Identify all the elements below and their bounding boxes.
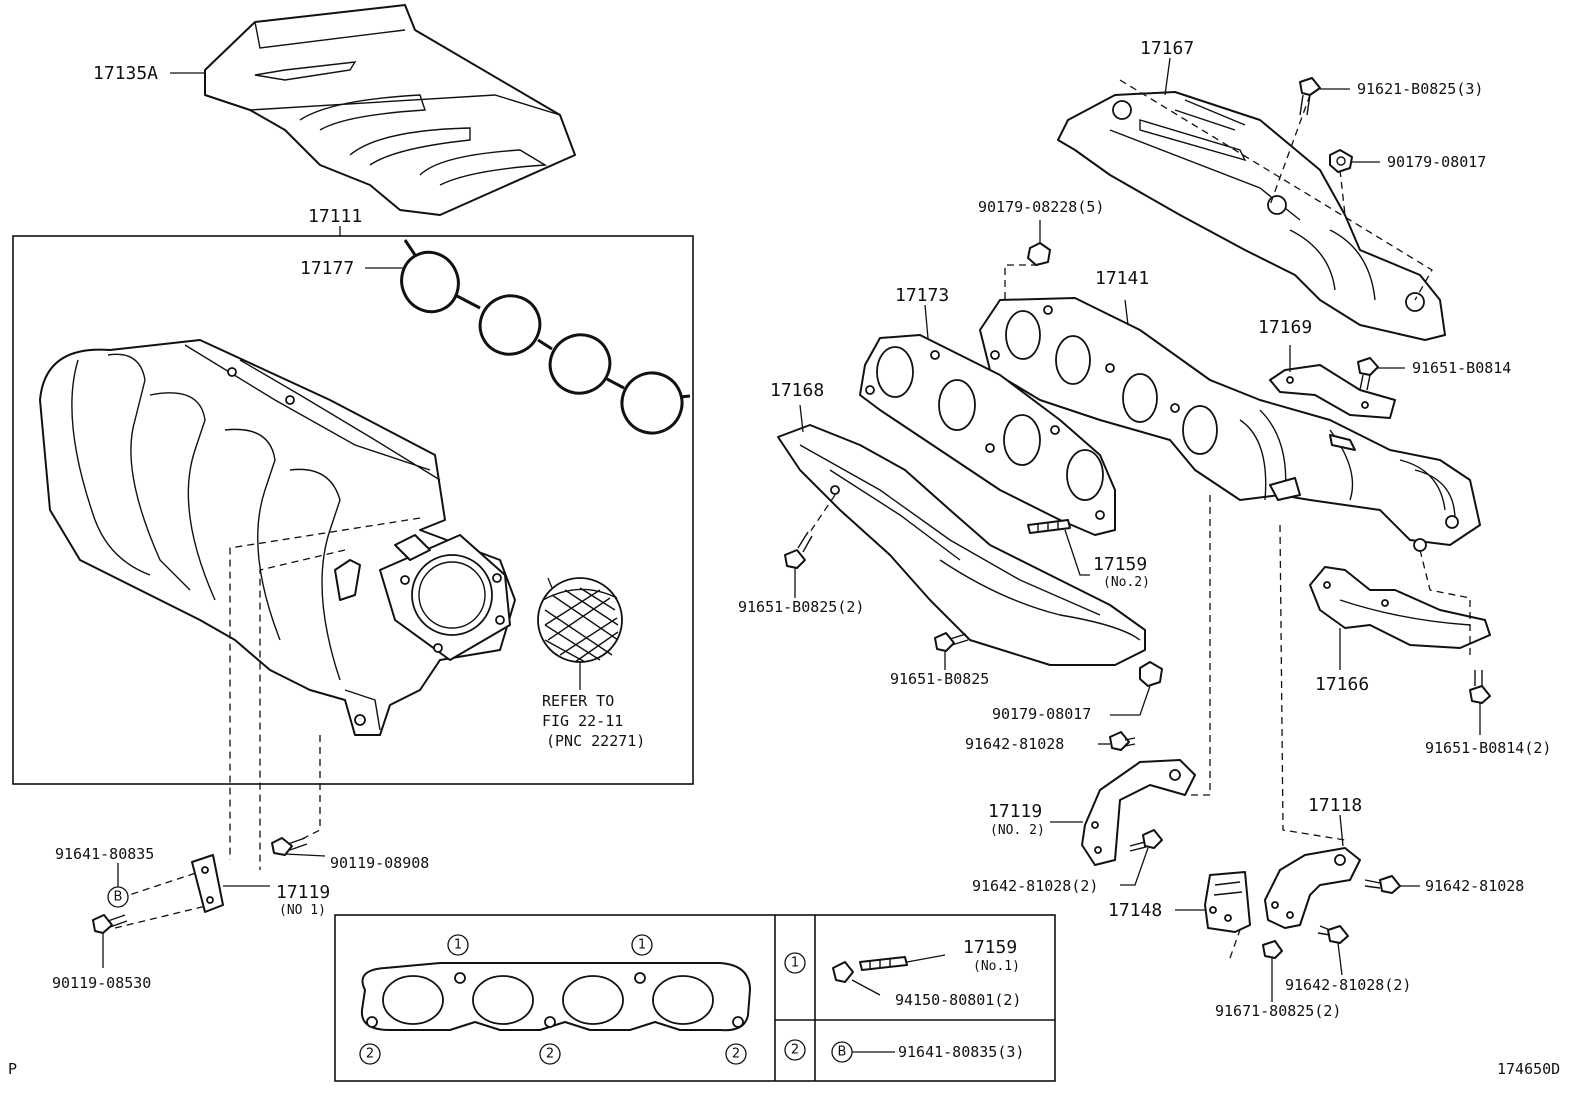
- label-91642-81028-b: 91642-81028: [1425, 877, 1524, 895]
- label-17159-no2: 17159: [1093, 554, 1147, 575]
- label-90119-08908: 90119-08908: [330, 854, 429, 872]
- heat-insulator-17167: [1057, 91, 1446, 341]
- label-17119-no2-sub: (NO. 2): [990, 823, 1045, 838]
- label-91642-81028-a: 91642-81028: [965, 735, 1064, 753]
- nut-90179-08228: [1027, 220, 1051, 266]
- label-17148: 17148: [1108, 900, 1162, 921]
- bolt-91671-80825-2: [1262, 940, 1283, 1002]
- label-91651-B0825: 91651-B0825: [890, 670, 989, 688]
- label-91651-B0814: 91651-B0814: [1412, 359, 1511, 377]
- label-91642-81028-2b: 91642-81028(2): [1285, 976, 1411, 994]
- label-91621-B0825-3: 91621-B0825(3): [1357, 80, 1483, 98]
- label-17169: 17169: [1258, 317, 1312, 338]
- label-91641-80835: 91641-80835: [55, 845, 154, 863]
- label-17166: 17166: [1315, 674, 1369, 695]
- label-91641-80835-3: 91641-80835(3): [898, 1043, 1024, 1061]
- gasket-marker-2c: [725, 1043, 747, 1065]
- bolt-91642-81028-a: [1098, 731, 1136, 751]
- refer-line1: REFER TO: [542, 692, 614, 710]
- label-17135A: 17135A: [93, 63, 158, 84]
- air-filter-screen: [537, 577, 623, 690]
- gasket-marker-2c-text: 2: [732, 1047, 740, 1062]
- legend-row-1-marker: [784, 952, 806, 974]
- label-90179-08228-5: 90179-08228(5): [978, 198, 1104, 216]
- gasket-marker-2a: [359, 1043, 381, 1065]
- legend-row-2-marker: [784, 1039, 806, 1061]
- label-17159-no2-sub: (No.2): [1103, 575, 1150, 590]
- legend-b-marker-text: B: [838, 1045, 847, 1060]
- bracket-17119-no1: [191, 854, 270, 913]
- label-17159-no1-sub: (No.1): [973, 959, 1020, 974]
- exhaust-gasket-legend: [334, 914, 1056, 1082]
- bolt-91651-B0825: [934, 632, 969, 670]
- figure-id: 174650D: [1497, 1060, 1560, 1078]
- exhaust-manifold-17141: [979, 297, 1481, 552]
- engine-cover-17135A: [204, 4, 576, 216]
- label-17118: 17118: [1308, 795, 1362, 816]
- label-91642-81028-2a: 91642-81028(2): [972, 877, 1098, 895]
- label-90179-08017-top: 90179-08017: [1387, 153, 1486, 171]
- gasket-marker-1a: [447, 934, 469, 956]
- gasket-marker-1a-text: 1: [454, 938, 462, 953]
- bolt-91642-81028-2a: [1120, 829, 1163, 886]
- nut-90179-08017-mid: [1110, 661, 1163, 716]
- bolt-91651-B0825-2: [784, 531, 813, 598]
- bolt-91642-81028-2b: [1317, 925, 1349, 976]
- heat-insulator-17166: [1309, 566, 1491, 670]
- label-90179-08017-mid: 90179-08017: [992, 705, 1091, 723]
- exhaust-gasket-17173: [859, 334, 1116, 536]
- refer-line3: (PNC 22271): [546, 732, 645, 750]
- gasket-marker-2a-text: 2: [366, 1047, 374, 1062]
- gasket-marker-1b-text: 1: [638, 938, 646, 953]
- label-17173: 17173: [895, 285, 949, 306]
- label-91671-80825-2: 91671-80825(2): [1215, 1002, 1341, 1020]
- label-91651-B0814-2: 91651-B0814(2): [1425, 739, 1551, 757]
- label-90119-08530: 90119-08530: [52, 974, 151, 992]
- refer-line2: FIG 22-11: [542, 712, 623, 730]
- bolt-91651-B0814: [1357, 357, 1405, 391]
- footer-left-mark: P: [8, 1060, 17, 1078]
- bolt-90119-08530: [92, 914, 128, 968]
- label-17167: 17167: [1140, 38, 1194, 59]
- label-17177: 17177: [300, 258, 354, 279]
- legend-row-2-marker-text: 2: [791, 1043, 799, 1058]
- bolt-91621-B0825: [1299, 77, 1350, 116]
- label-17119-no2: 17119: [988, 801, 1042, 822]
- bolt-91651-B0814-2: [1469, 670, 1491, 735]
- label-17168: 17168: [770, 380, 824, 401]
- bracket-17148: [1175, 871, 1251, 933]
- stud-17159-no2: [1027, 519, 1090, 576]
- marker-b-left-text: B: [114, 890, 123, 905]
- gasket-marker-2b: [539, 1043, 561, 1065]
- label-91651-B0825-2: 91651-B0825(2): [738, 598, 864, 616]
- heat-insulator-17169: [1269, 345, 1396, 419]
- label-17141: 17141: [1095, 268, 1149, 289]
- label-17119-no1: 17119: [276, 882, 330, 903]
- nut-90179-08017-top: [1329, 149, 1380, 173]
- bolt-90119-08908: [271, 837, 326, 857]
- gasket-marker-2b-text: 2: [546, 1047, 554, 1062]
- intake-manifold-frame: [12, 235, 694, 785]
- intake-manifold-17111: [39, 339, 516, 736]
- label-17119-no1-sub: (NO 1): [279, 903, 326, 918]
- legend-row-1-marker-text: 1: [791, 956, 799, 971]
- label-17159-no1: 17159: [963, 937, 1017, 958]
- label-17111: 17111: [308, 206, 362, 227]
- bracket-17118: [1264, 814, 1361, 929]
- gasket-marker-1b: [631, 934, 653, 956]
- leader-17167: [1164, 57, 1171, 96]
- intake-gasket-17177: [400, 239, 691, 435]
- heat-insulator-17168: [777, 424, 1146, 666]
- bolt-91642-81028-b: [1364, 875, 1420, 894]
- label-94150-80801-2: 94150-80801(2): [895, 991, 1021, 1009]
- bracket-17119-no2: [1050, 759, 1196, 866]
